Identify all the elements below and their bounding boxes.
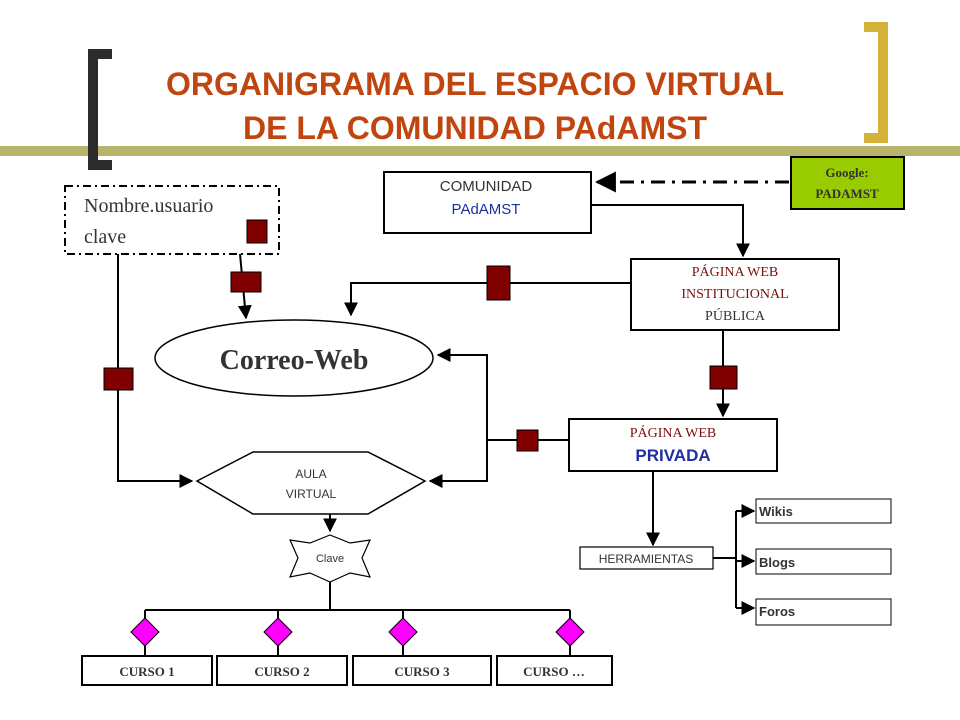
- comunidad-box: [383, 171, 592, 234]
- connector-square: [246, 219, 268, 244]
- web-publica-box: [630, 258, 840, 331]
- title-line-1: ORGANIGRAMA DEL ESPACIO VIRTUAL: [166, 66, 784, 102]
- title-line-2: DE LA COMUNIDAD PAdAMST: [243, 110, 707, 146]
- connector-square: [103, 367, 134, 391]
- login-username-label: Nombre.usuario: [84, 195, 213, 217]
- google-box: [790, 156, 905, 210]
- accent-bar: [0, 146, 960, 156]
- aula-virtual-label-1: AULA: [295, 467, 326, 481]
- privada-to-aula-line: [428, 440, 488, 488]
- web-privada-box: [568, 418, 778, 472]
- connector-square: [230, 271, 262, 293]
- curso-box-3: [352, 655, 492, 686]
- curso-box-2: [216, 655, 348, 686]
- google-label-2: PADAMST: [815, 186, 879, 201]
- publica-to-correo-line: [344, 282, 631, 317]
- login-password-label: clave: [84, 226, 126, 248]
- correo-web-label: Correo-Web: [220, 345, 369, 376]
- connector-square: [486, 265, 511, 301]
- right-bracket: [864, 22, 888, 143]
- curso-label-4: CURSO …: [523, 664, 585, 679]
- web-publica-label-3: PÚBLICA: [705, 307, 766, 324]
- herramientas-label: HERRAMIENTAS: [599, 552, 693, 566]
- web-privada-label-1: PÁGINA WEB: [630, 424, 716, 441]
- curso-label-2: CURSO 2: [254, 664, 309, 679]
- login-to-aula-line: [117, 254, 194, 488]
- web-publica-label-2: INSTITUCIONAL: [681, 287, 788, 302]
- comunidad-to-publica-line: [591, 204, 750, 258]
- tool-box-foros: [755, 598, 892, 626]
- login-box: [64, 185, 280, 255]
- comunidad-label-2: PAdAMST: [452, 201, 521, 218]
- curso-diamond: [130, 617, 160, 647]
- curso-label-1: CURSO 1: [119, 664, 174, 679]
- curso-diamond: [263, 617, 293, 647]
- curso-diamond: [388, 617, 418, 647]
- tool-box-blogs: [755, 548, 892, 575]
- curso-box-1: [81, 655, 213, 686]
- correo-web-ellipse: [154, 319, 434, 397]
- tool-label-blogs: Blogs: [759, 555, 795, 570]
- left-bracket: [88, 49, 112, 170]
- aula-virtual-label-2: VIRTUAL: [286, 487, 337, 501]
- connector-square: [709, 365, 738, 390]
- tool-label-wikis: Wikis: [759, 504, 793, 519]
- aula-virtual-hexagon: [195, 451, 427, 515]
- tool-label-foros: Foros: [759, 604, 795, 619]
- curso-box-4: [496, 655, 613, 686]
- web-publica-label-1: PÁGINA WEB: [692, 263, 778, 280]
- clave-label: Clave: [316, 553, 344, 565]
- web-privada-label-2: PRIVADA: [635, 446, 710, 465]
- privada-to-correo-line: [436, 348, 488, 440]
- curso-diamond: [555, 617, 585, 647]
- comunidad-label-1: COMUNIDAD: [440, 178, 533, 195]
- google-label-1: Google:: [825, 165, 868, 180]
- tool-box-wikis: [755, 498, 892, 524]
- connector-square: [516, 429, 539, 452]
- curso-label-3: CURSO 3: [394, 664, 450, 679]
